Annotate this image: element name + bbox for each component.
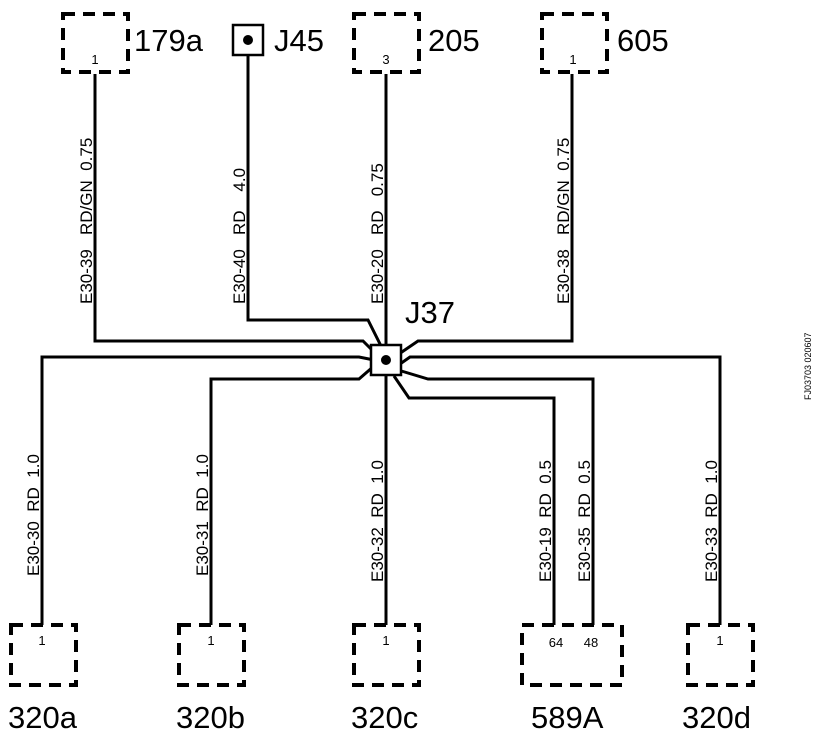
connector-320c-pin: 1 <box>382 633 389 648</box>
connector-179a-pin: 1 <box>91 52 98 67</box>
wire-labels: E30-39 RD/GN 0.75 E30-40 RD 4.0 E30-20 R… <box>24 138 721 582</box>
wire-label-e30-38: E30-38 RD/GN 0.75 <box>554 138 573 304</box>
connector-320a-body <box>9 623 78 687</box>
reference-code: FJ03703 020607 <box>803 332 813 400</box>
connector-j45-label: J45 <box>274 23 324 58</box>
wire-e30-31 <box>209 364 375 625</box>
connector-605-pin: 1 <box>569 52 576 67</box>
connector-589a-body <box>520 623 624 687</box>
connector-320b: 1 320b <box>176 623 246 735</box>
connector-320d: 1 320d <box>682 623 755 735</box>
connector-205: 3 205 <box>352 12 480 74</box>
connector-320a-label: 320a <box>8 700 78 735</box>
wire-e30-33 <box>399 355 722 625</box>
connector-320b-label: 320b <box>176 700 245 735</box>
wire-label-e30-31: E30-31 RD 1.0 <box>193 454 212 576</box>
connector-320b-body <box>177 623 246 687</box>
wire-label-e30-19: E30-19 RD 0.5 <box>536 460 555 582</box>
connector-605-label: 605 <box>617 23 669 58</box>
connector-589a-label: 589A <box>531 700 604 735</box>
connector-589a-pin-48: 48 <box>584 635 598 650</box>
connector-205-label: 205 <box>428 23 480 58</box>
wire-label-e30-40: E30-40 RD 4.0 <box>230 168 249 304</box>
splice-j37-dot <box>381 355 391 365</box>
wire-label-e30-30: E30-30 RD 1.0 <box>24 454 43 576</box>
splice-j37-label: J37 <box>405 295 455 330</box>
connector-320b-pin: 1 <box>207 633 214 648</box>
connector-205-pin: 3 <box>382 52 389 67</box>
connector-j45-dot <box>243 35 253 45</box>
wires <box>40 52 722 625</box>
connector-179a: 1 179a <box>61 12 204 74</box>
wire-e30-40 <box>246 52 384 349</box>
connector-320d-label: 320d <box>682 700 751 735</box>
connector-205-body <box>352 12 421 74</box>
wire-e30-35 <box>397 368 595 625</box>
wire-e30-19 <box>392 375 556 625</box>
connector-589a: 64 48 589A <box>520 623 624 735</box>
wire-e30-38 <box>395 74 574 358</box>
wire-label-e30-35: E30-35 RD 0.5 <box>575 460 594 582</box>
connector-j45: J45 <box>231 23 324 58</box>
wire-label-e30-32: E30-32 RD 1.0 <box>368 460 387 582</box>
connector-320a-pin: 1 <box>38 633 45 648</box>
connector-320c-label: 320c <box>351 700 418 735</box>
splice-j37: J37 <box>369 295 455 377</box>
connector-179a-body <box>61 12 130 74</box>
connector-320c: 1 320c <box>351 623 421 735</box>
connector-179a-label: 179a <box>134 23 204 58</box>
wire-label-e30-33: E30-33 RD 1.0 <box>702 460 721 582</box>
connector-320d-pin: 1 <box>716 633 723 648</box>
wire-label-e30-39: E30-39 RD/GN 0.75 <box>77 138 96 304</box>
wire-label-e30-20: E30-20 RD 0.75 <box>368 163 387 304</box>
connector-605: 1 605 <box>540 12 669 74</box>
wire-e30-30 <box>40 355 375 625</box>
connector-605-body <box>540 12 609 74</box>
connector-320c-body <box>352 623 421 687</box>
connector-589a-pin-64: 64 <box>549 635 563 650</box>
connector-320a: 1 320a <box>8 623 78 735</box>
connector-320d-body <box>686 623 755 687</box>
